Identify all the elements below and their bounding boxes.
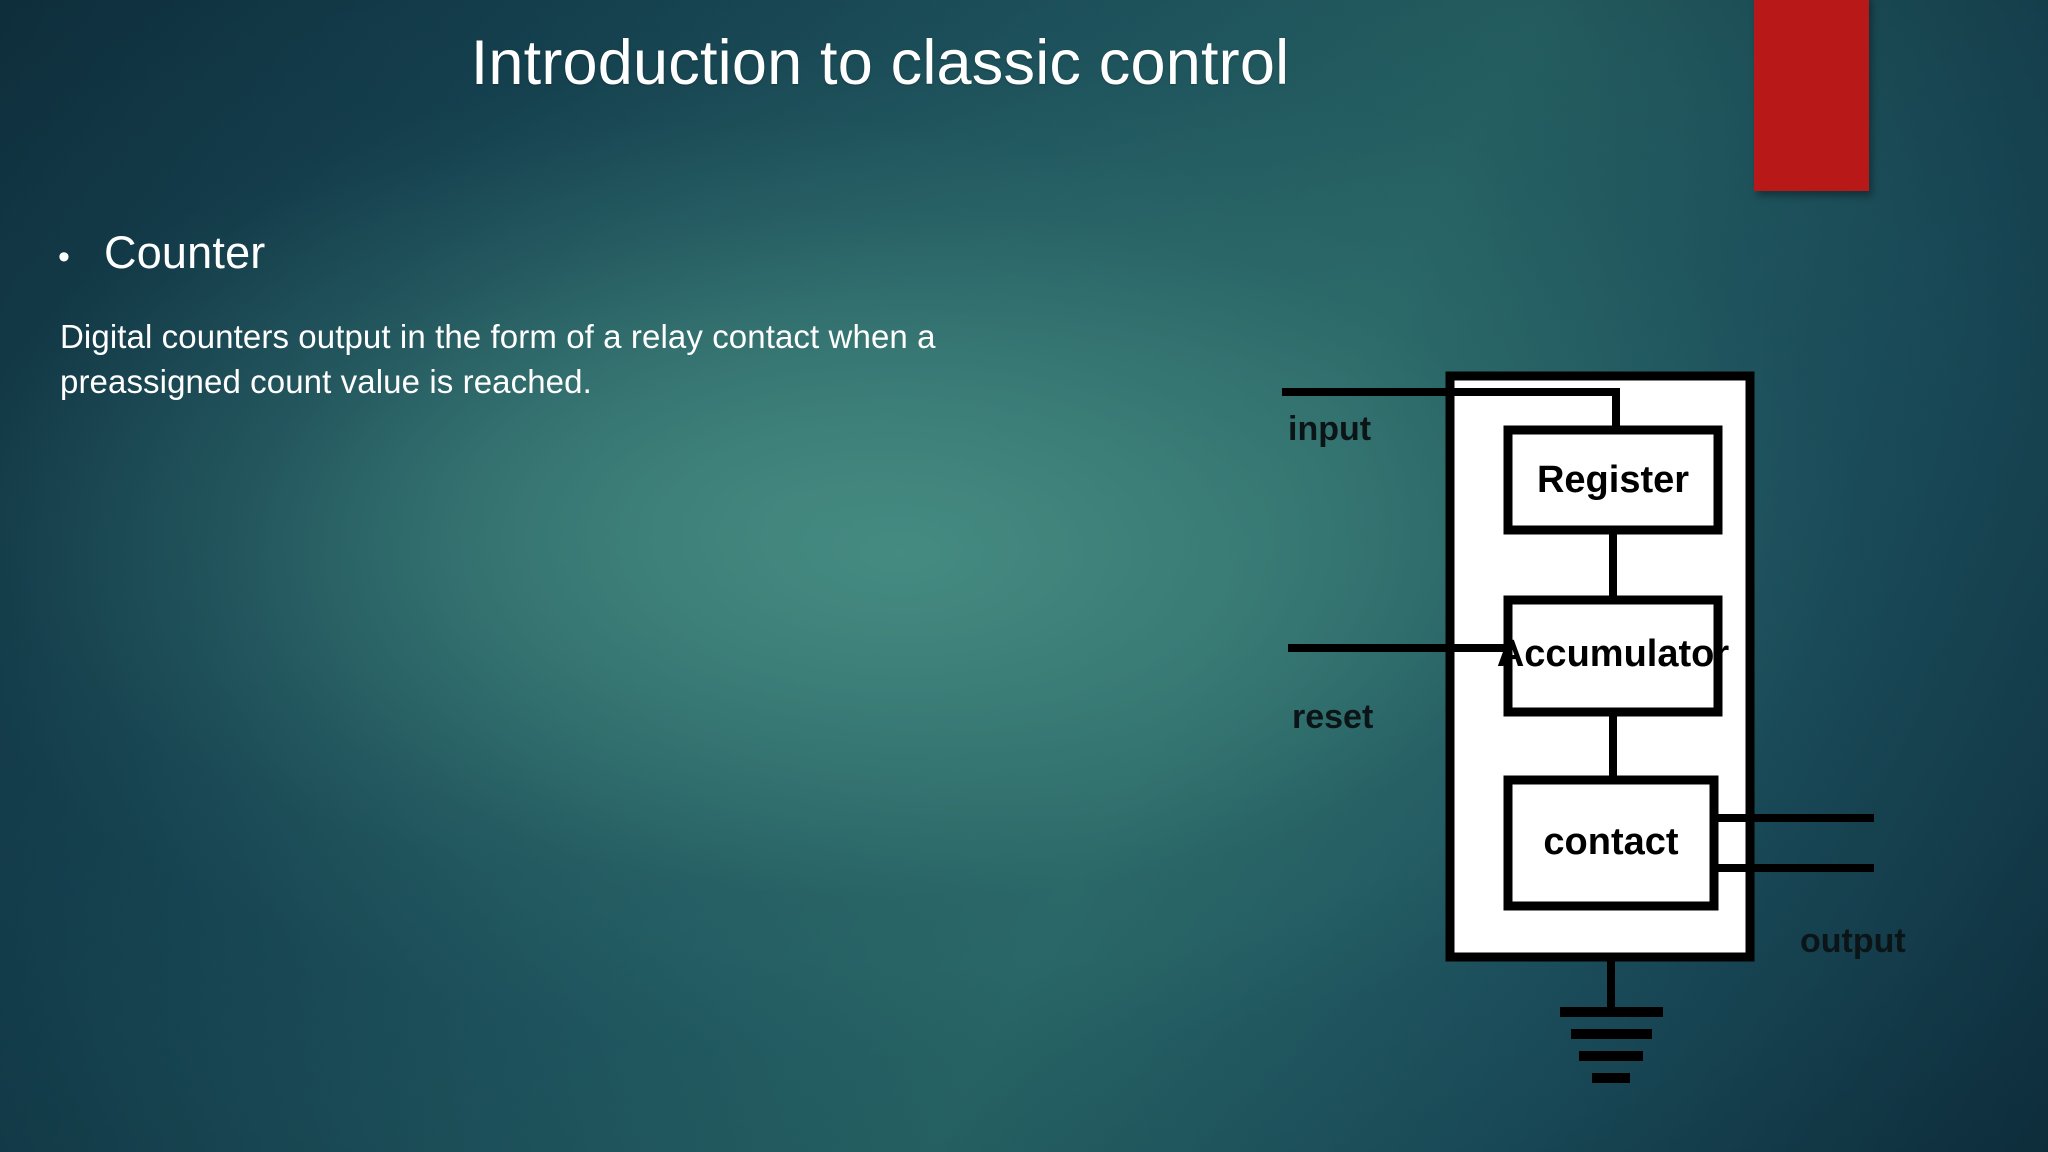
- accumulator-block: [1503, 595, 1723, 717]
- input-port-label: input: [1288, 410, 1371, 448]
- reset-port-label: reset: [1292, 698, 1373, 736]
- bullet-dot-icon: •: [58, 238, 70, 276]
- bullet-item-label: Counter: [104, 227, 266, 278]
- red-accent-block: [1754, 0, 1869, 191]
- output-port-label: output: [1800, 922, 1906, 960]
- bullet-item-counter: • Counter: [58, 230, 266, 275]
- accumulator-block-label: Accumulator: [1497, 633, 1729, 675]
- counter-block-diagram: Register Accumulator contact input reset: [1260, 360, 1960, 1083]
- input-wire: [1282, 388, 1620, 430]
- page-title: Introduction to classic control: [470, 28, 1290, 98]
- register-block-label: Register: [1537, 459, 1689, 501]
- diagram-svg: Register Accumulator contact input reset: [1282, 371, 1906, 1083]
- contact-block-label: contact: [1543, 821, 1678, 863]
- contact-block: [1503, 775, 1719, 911]
- body-paragraph: Digital counters output in the form of a…: [60, 318, 936, 400]
